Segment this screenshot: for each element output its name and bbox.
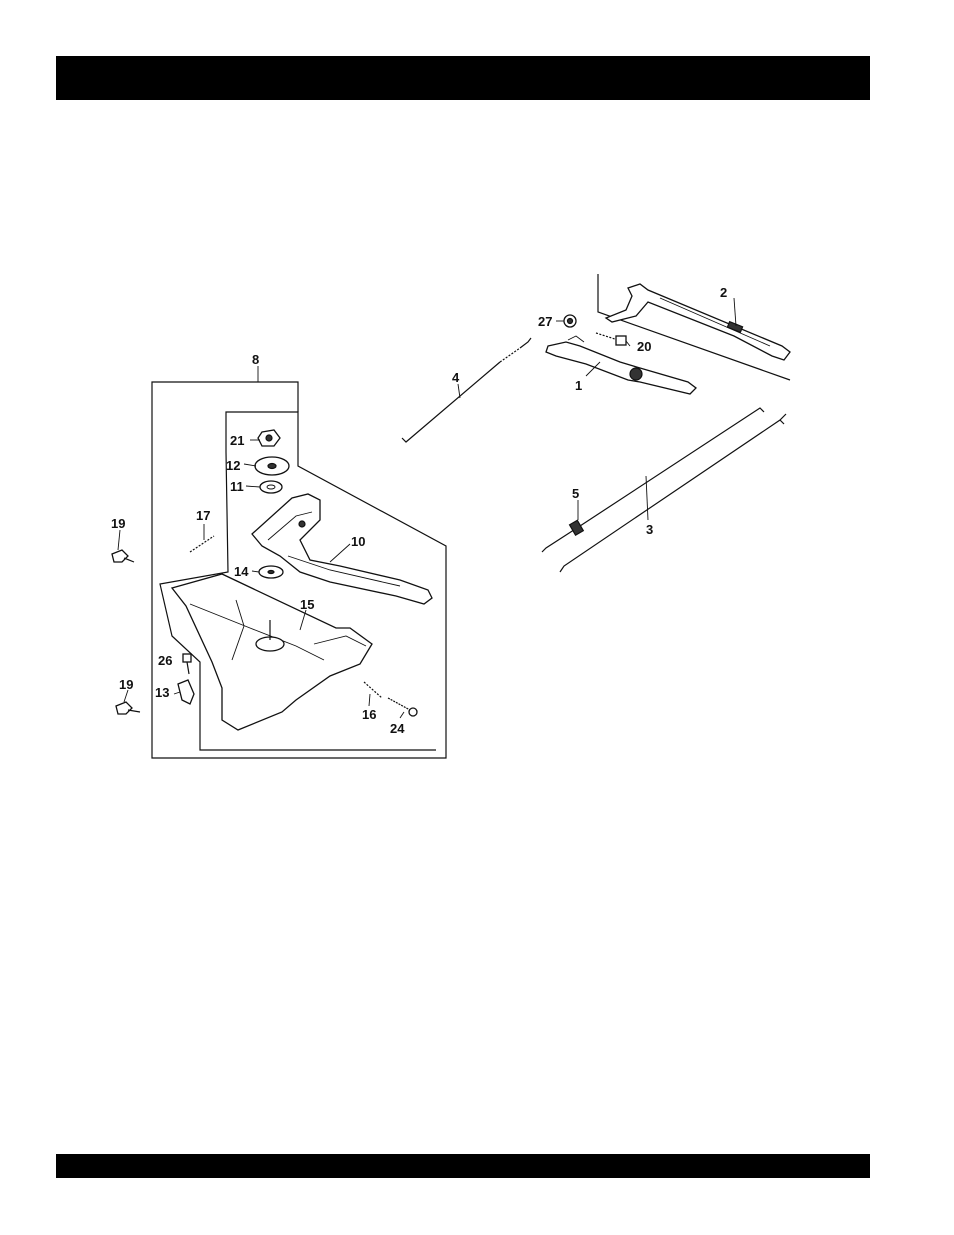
callout-21: 21 [230, 433, 244, 448]
callout-20: 20 [637, 339, 651, 354]
part-5-clip [570, 520, 584, 535]
callout-5: 5 [572, 486, 579, 501]
part-13-clip [178, 680, 194, 704]
part-19b-bolt [116, 702, 140, 714]
part-19a-bolt [112, 550, 134, 562]
part-11-washer [260, 481, 282, 493]
part-26-bolt [183, 654, 191, 674]
callout-19a: 19 [111, 516, 125, 531]
callout-17: 17 [196, 508, 210, 523]
part-12-plate [255, 457, 289, 475]
part-15-base-plate [172, 574, 372, 730]
callout-2: 2 [720, 285, 727, 300]
part-21-nut [258, 430, 280, 446]
callout-11: 11 [230, 479, 244, 494]
callout-1: 1 [575, 378, 582, 393]
callout-14: 14 [234, 564, 249, 579]
callout-13: 13 [155, 685, 169, 700]
callout-15: 15 [300, 597, 314, 612]
part-2-lever [606, 284, 790, 360]
callout-19b: 19 [119, 677, 133, 692]
callout-24: 24 [390, 721, 405, 736]
part-27-nut [564, 315, 576, 327]
callout-16: 16 [362, 707, 376, 722]
callout-4: 4 [452, 370, 460, 385]
callout-labels: 1 2 3 4 5 8 10 11 12 13 14 15 16 17 19 1… [111, 285, 727, 736]
part-16-spring [364, 682, 382, 698]
part-10-lever [252, 494, 432, 604]
part-4-rod [402, 338, 531, 442]
part-14-washer [259, 566, 283, 578]
callout-26: 26 [158, 653, 172, 668]
part-17-spring [190, 536, 214, 552]
part-24-screw [388, 698, 417, 716]
part-20-bolt [596, 333, 626, 345]
callout-3: 3 [646, 522, 653, 537]
callout-27: 27 [538, 314, 552, 329]
callout-8: 8 [252, 352, 259, 367]
callout-12: 12 [226, 458, 240, 473]
callout-10: 10 [351, 534, 365, 549]
